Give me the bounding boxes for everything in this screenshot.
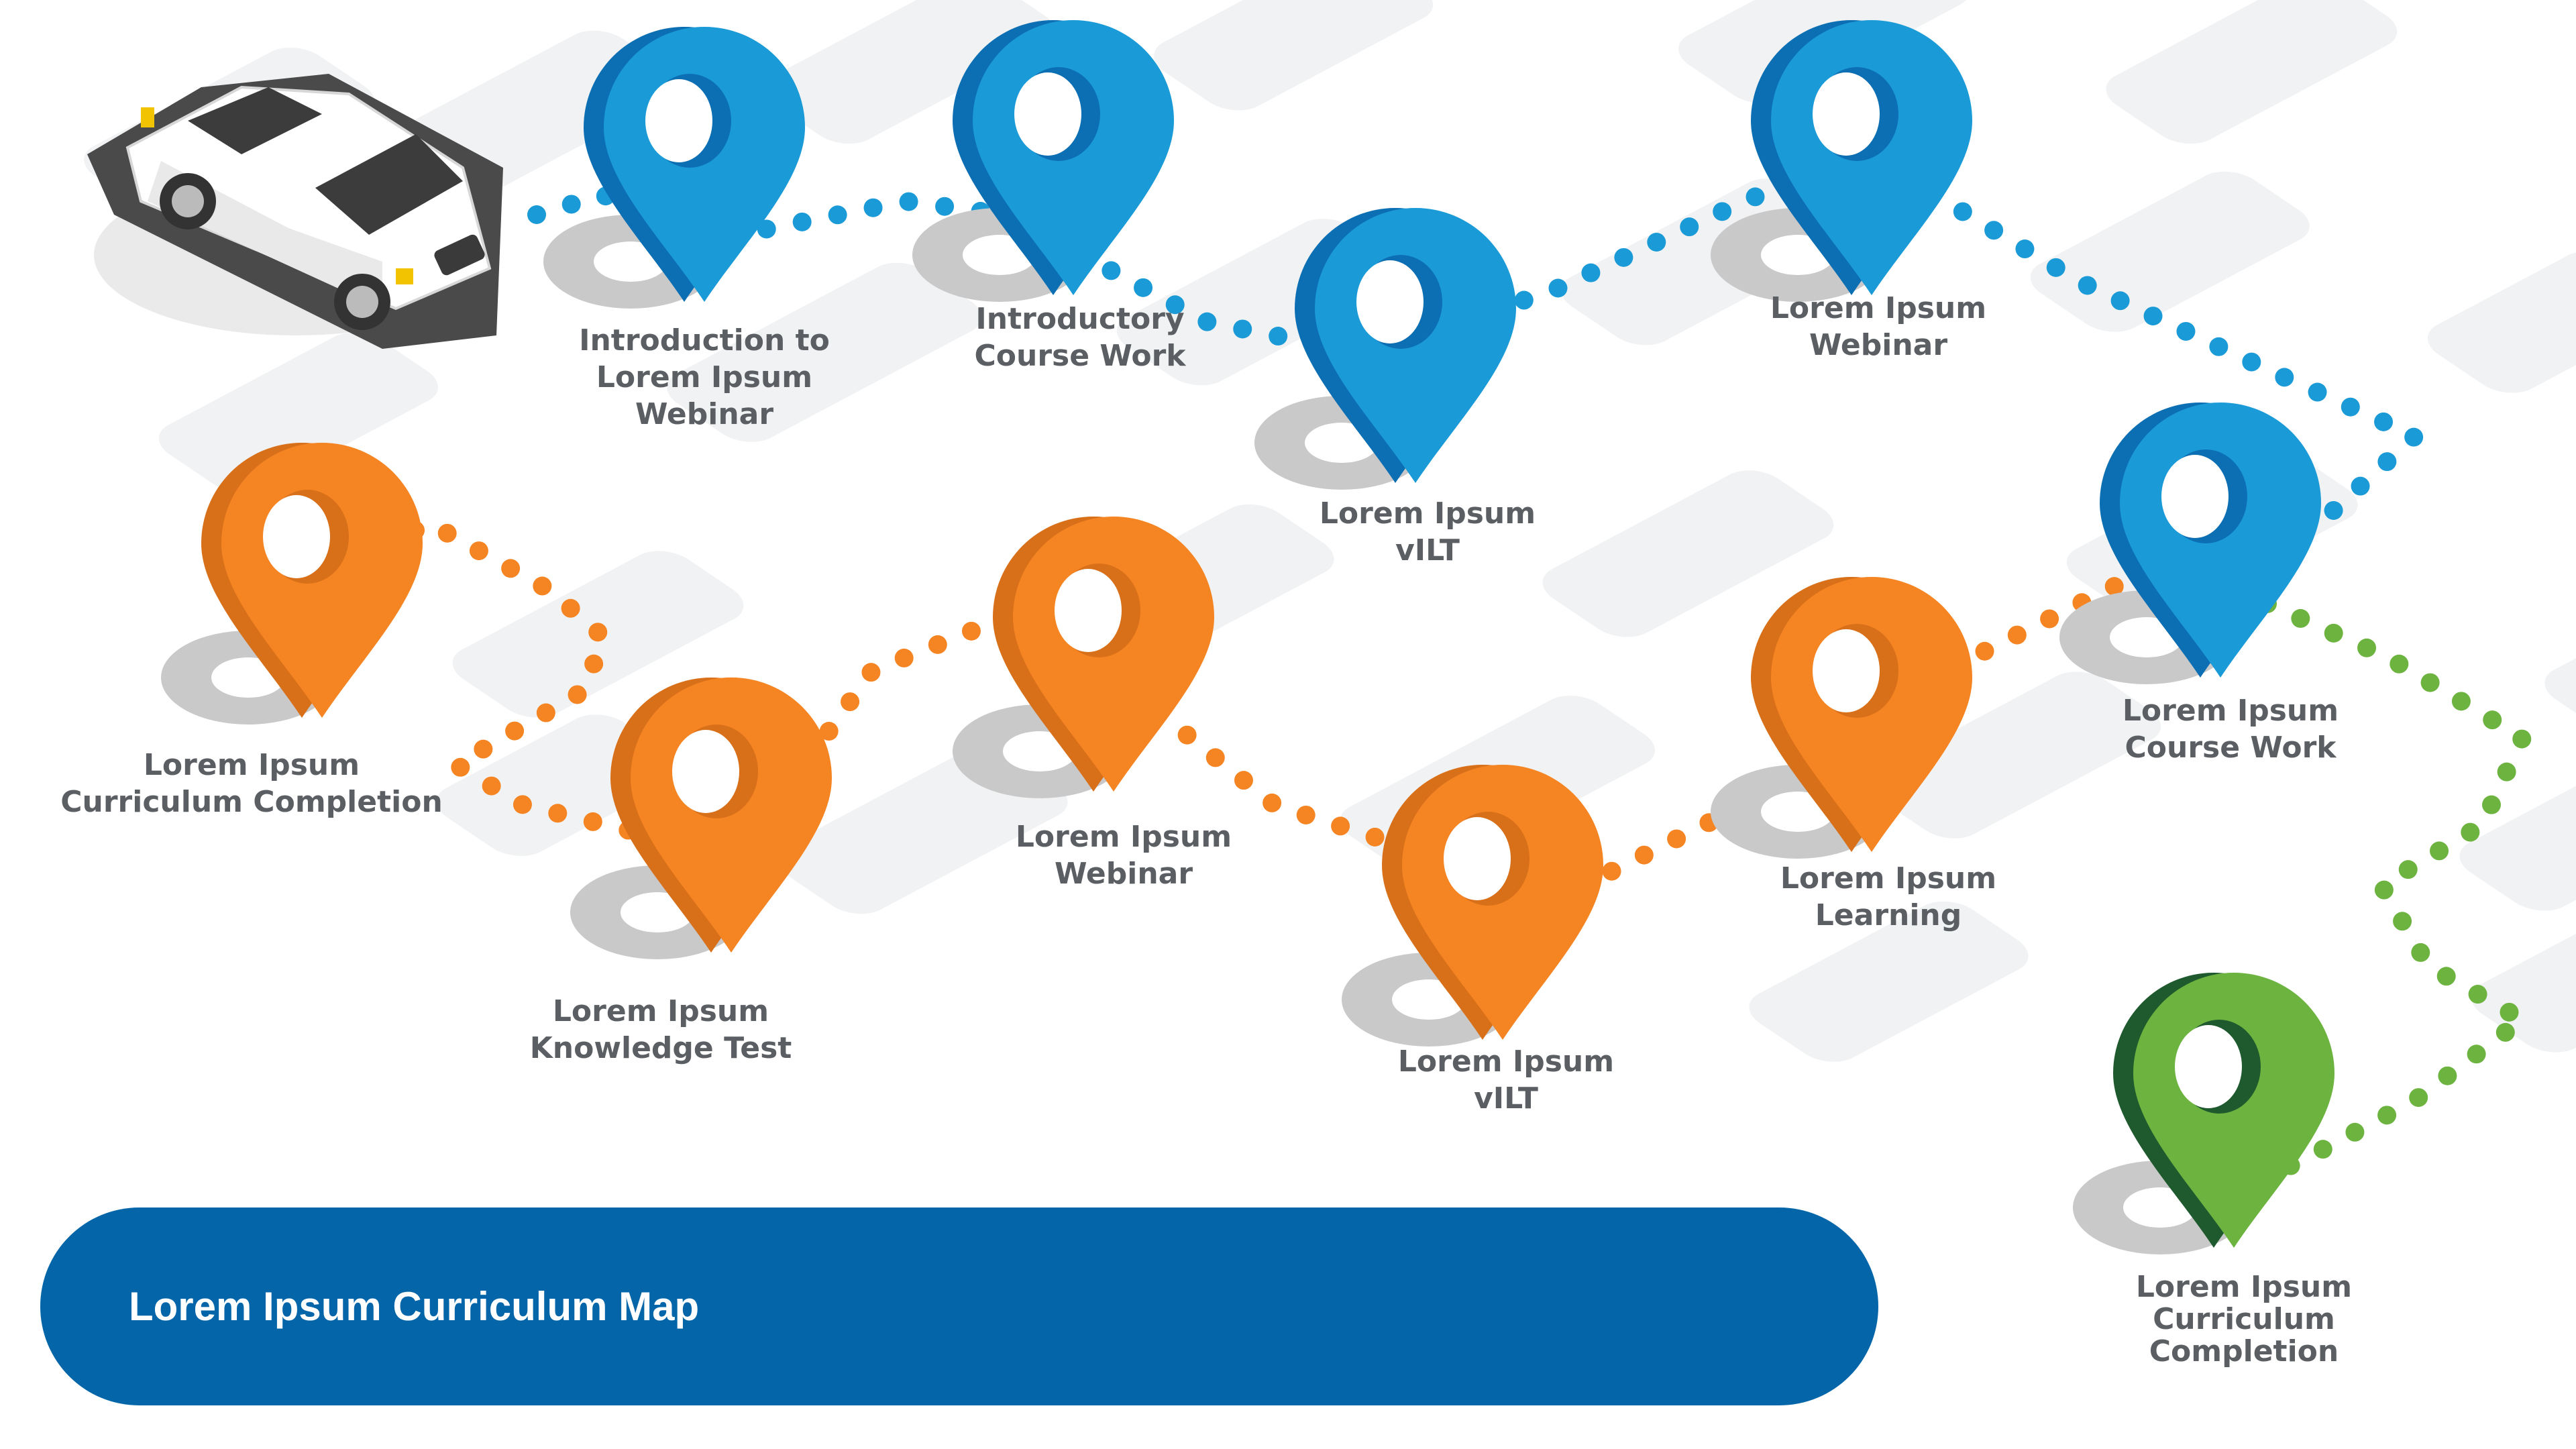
stop-label-line: Webinar — [1809, 328, 1948, 362]
stop-label-line: Introduction to — [579, 323, 830, 358]
stop-label-line: Curriculum — [2153, 1302, 2335, 1336]
map-pin-icon — [1342, 765, 1603, 1046]
stop-label-line: Course Work — [974, 339, 1186, 373]
stop-label-line: Lorem Ipsum — [143, 748, 360, 782]
map-pin-icon — [2059, 402, 2321, 684]
street-block — [1870, 672, 2161, 839]
car-icon — [87, 74, 503, 349]
map-pin-icon — [953, 517, 1214, 798]
street-block — [2106, 0, 2398, 144]
street-block — [1749, 901, 2029, 1062]
street-block — [2544, 571, 2576, 738]
stop-label-line: vILT — [1474, 1081, 1538, 1116]
stop-label-line: Knowledge Test — [529, 1031, 792, 1065]
stop-label-line: Lorem Ipsum — [1015, 820, 1232, 854]
stop-label-line: Learning — [1815, 898, 1962, 932]
map-pins — [161, 20, 2334, 1254]
green-route — [2251, 594, 2540, 1190]
map-pin-icon — [912, 20, 1174, 302]
stop-label-line: Lorem Ipsum — [2122, 694, 2339, 728]
stop-label-line: Lorem Ipsum — [1770, 291, 1987, 325]
stop-label-line: Lorem Ipsum — [1780, 861, 1997, 896]
blue-route — [527, 164, 2432, 533]
street-block — [1678, 0, 1970, 104]
stop-label-line: Completion — [2149, 1334, 2339, 1368]
map-pin-icon — [161, 443, 423, 724]
street-block — [2459, 750, 2576, 911]
stop-label-line: Lorem Ipsum — [596, 360, 813, 394]
street-block — [1154, 0, 1434, 111]
street-block — [2471, 910, 2576, 1053]
stop-label-line: Webinar — [635, 397, 774, 431]
street-block — [667, 262, 982, 442]
stop-label-line: vILT — [1395, 533, 1460, 568]
page-title: Lorem Ipsum Curriculum Map — [129, 1284, 700, 1329]
stop-label-line: Curriculum Completion — [60, 785, 443, 819]
map-pin-icon — [543, 27, 805, 309]
map-pin-icon — [1711, 577, 1972, 859]
map-pin-icon — [1711, 20, 1972, 302]
map-pin-icon — [570, 677, 833, 959]
title-banner — [40, 1208, 1878, 1405]
street-block — [764, 0, 1056, 144]
stop-label-line: Lorem Ipsum — [1319, 496, 1536, 531]
stop-label-line: Lorem Ipsum — [552, 994, 769, 1028]
street-block — [1542, 470, 1834, 637]
stop-label-line: Webinar — [1054, 857, 1193, 891]
map-pin-icon — [2073, 973, 2334, 1254]
stop-label-line: Lorem Ipsum — [1397, 1044, 1615, 1079]
stop-label-line: Course Work — [2125, 731, 2337, 765]
stop-label-line: Introductory — [975, 302, 1185, 336]
street-block — [2427, 251, 2576, 393]
street-block — [158, 332, 438, 493]
map-pin-icon — [1254, 208, 1516, 490]
stop-label-line: Lorem Ipsum — [2135, 1270, 2353, 1304]
street-block — [2030, 171, 2310, 332]
